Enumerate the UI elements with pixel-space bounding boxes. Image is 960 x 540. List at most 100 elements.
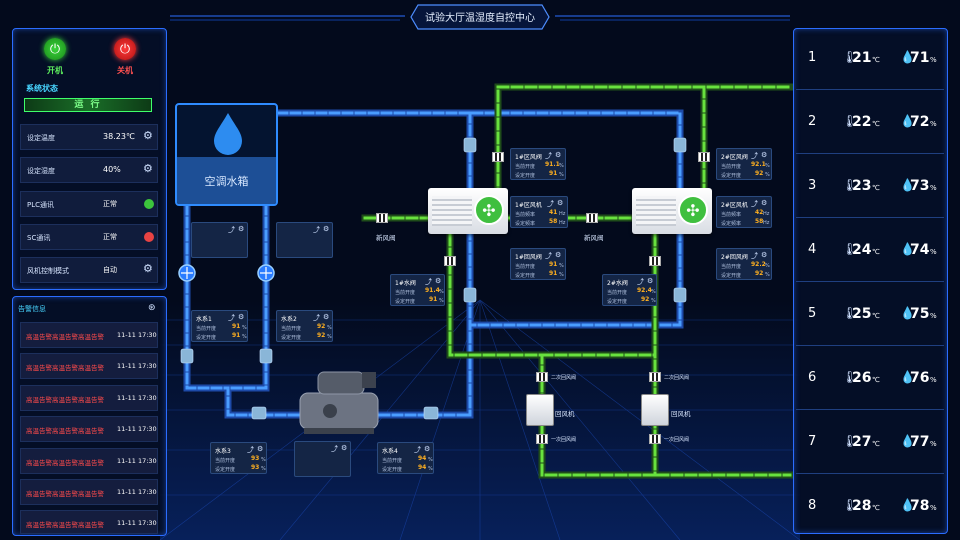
secondary-return-damper[interactable] [649, 372, 661, 382]
gear-icon[interactable]: ⚙ [761, 199, 768, 207]
row-label: 设定开度 [515, 173, 536, 179]
valve-panel-1b[interactable]: 1#水阀 ⤴⚙ 当前开度 91.4% 设定开度 91% [390, 274, 445, 306]
gear-icon[interactable]: ⚙ [238, 313, 245, 321]
current-value: 41 [549, 209, 558, 216]
damper[interactable] [444, 256, 456, 266]
air-handler-1[interactable]: ✣ [428, 188, 508, 234]
gear-icon[interactable]: ⚙ [424, 445, 431, 453]
valve-panel-v2[interactable]: 水系2 ⤴⚙ 当前开度 92% 设定开度 92% [276, 310, 333, 342]
stop-power-button[interactable]: ⏻ [114, 38, 136, 60]
zone-row[interactable]: 2 🌡 22℃ 💧 72% [796, 92, 944, 154]
row-label: 设定开度 [607, 299, 628, 305]
gear-icon[interactable]: ⚙ [557, 199, 564, 207]
zone-row[interactable]: 8 🌡 28℃ 💧 78% [796, 476, 944, 538]
gear-icon[interactable]: ⚙ [323, 225, 330, 233]
gear-icon[interactable]: ⚙ [238, 225, 245, 233]
fan-icon: ✣ [474, 195, 504, 225]
gear-icon[interactable]: ⚙ [143, 129, 153, 142]
start-power-button[interactable]: ⏻ [44, 38, 66, 60]
chart-icon[interactable]: ⤴ [751, 152, 758, 160]
secondary-return-damper[interactable] [536, 372, 548, 382]
return-fan-2[interactable] [641, 394, 669, 426]
chart-icon[interactable]: ⤴ [414, 446, 421, 454]
gear-icon[interactable]: ⚙ [555, 151, 562, 159]
setting-label: PLC通讯 [27, 201, 55, 209]
pump-trend-card[interactable]: ⤴ ⚙ [276, 222, 333, 258]
gear-icon[interactable]: ⚙ [761, 251, 768, 259]
zone-row[interactable]: 1 🌡 21℃ 💧 71% [796, 28, 944, 90]
chart-icon[interactable]: ⤴ [228, 226, 235, 234]
pump-trend-card[interactable]: ⤴ ⚙ [191, 222, 248, 258]
temp-unit: ℃ [872, 184, 880, 192]
valve-panel-v1[interactable]: 水系1 ⤴⚙ 当前开度 91% 设定开度 91% [191, 310, 248, 342]
page-title: 试验大厅温湿度自控中心 [425, 13, 535, 24]
zone-row[interactable]: 5 🌡 25℃ 💧 75% [796, 284, 944, 346]
chart-icon[interactable]: ⤴ [313, 314, 320, 322]
unit2-damper-panel[interactable]: 2#区风阀 ⤴⚙ 当前开度 92.1% 设定开度 92% [716, 148, 772, 180]
air-handler-2[interactable]: ✣ [632, 188, 712, 234]
return-fan-1[interactable] [526, 394, 554, 426]
primary-return-damper[interactable] [649, 434, 661, 444]
chart-icon[interactable]: ⤴ [228, 314, 235, 322]
valve-panel-2b[interactable]: 2#水阀 ⤴⚙ 当前开度 92.4% 设定开度 92% [602, 274, 657, 306]
fresh-air-damper-2[interactable] [586, 213, 598, 223]
gear-icon[interactable]: ⚙ [761, 151, 768, 159]
gear-icon[interactable]: ⚙ [143, 162, 153, 175]
unit1-return-damper-panel[interactable]: 1#回风阀 ⤴⚙ 当前开度 91% 设定开度 91% [510, 248, 566, 280]
set-value: 91 [549, 270, 558, 277]
chart-icon[interactable]: ⤴ [331, 445, 338, 453]
humidity-unit: % [930, 312, 937, 320]
temp-unit: ℃ [872, 248, 880, 256]
valve-panel-v3[interactable]: 水系3 ⤴⚙ 当前开度 93% 设定开度 93% [210, 442, 267, 474]
settings-icon[interactable]: ⊛ [148, 303, 156, 313]
chart-icon[interactable]: ⤴ [751, 252, 758, 260]
system-status-badge: 运 行 [24, 98, 152, 112]
fresh-air-damper-1[interactable] [376, 213, 388, 223]
unit1-damper-panel[interactable]: 1#区风阀 ⤴⚙ 当前开度 91.1% 设定开度 91% [510, 148, 566, 180]
gear-icon[interactable]: ⚙ [143, 262, 153, 275]
row-label: 设定频率 [515, 221, 536, 227]
chart-icon[interactable]: ⤴ [751, 200, 758, 208]
gear-icon[interactable]: ⚙ [323, 313, 330, 321]
damper[interactable] [649, 256, 661, 266]
primary-return-damper[interactable] [536, 434, 548, 444]
chiller-trend-card[interactable]: ⤴ ⚙ [294, 441, 351, 477]
gear-icon[interactable]: ⚙ [257, 445, 264, 453]
row-label: 当前开度 [215, 458, 236, 464]
unit: % [439, 298, 444, 304]
unit2-return-damper-panel[interactable]: 2#回风阀 ⤴⚙ 当前开度 92.2% 设定开度 92% [716, 248, 772, 280]
gear-icon[interactable]: ⚙ [435, 277, 442, 285]
gear-icon[interactable]: ⚙ [341, 444, 348, 452]
zone-row[interactable]: 3 🌡 23℃ 💧 73% [796, 156, 944, 218]
chart-icon[interactable]: ⤴ [545, 152, 552, 160]
valve-panel-v4[interactable]: 水系4 ⤴⚙ 当前开度 94% 设定开度 94% [377, 442, 434, 474]
gear-icon[interactable]: ⚙ [555, 251, 562, 259]
humidity-unit: % [930, 248, 937, 256]
zone-row[interactable]: 4 🌡 24℃ 💧 74% [796, 220, 944, 282]
chart-icon[interactable]: ⤴ [637, 278, 644, 286]
chart-icon[interactable]: ⤴ [247, 446, 254, 454]
chart-icon[interactable]: ⤴ [547, 200, 554, 208]
zone-temp: 24 [852, 242, 872, 258]
chart-icon[interactable]: ⤴ [313, 226, 320, 234]
damper[interactable] [492, 152, 504, 162]
damper[interactable] [698, 152, 710, 162]
row-label: 当前频率 [721, 212, 742, 218]
chart-icon[interactable]: ⤴ [545, 252, 552, 260]
zone-humidity: 71 [910, 50, 930, 66]
chart-icon[interactable]: ⤴ [425, 278, 432, 286]
gear-icon[interactable]: ⚙ [647, 277, 654, 285]
zone-row[interactable]: 6 🌡 26℃ 💧 76% [796, 348, 944, 410]
zone-row[interactable]: 7 🌡 27℃ 💧 77% [796, 412, 944, 474]
thermometer-icon: 🌡 [842, 242, 858, 256]
alarm-message: 高温告警高温告警高温告警 [26, 427, 104, 435]
